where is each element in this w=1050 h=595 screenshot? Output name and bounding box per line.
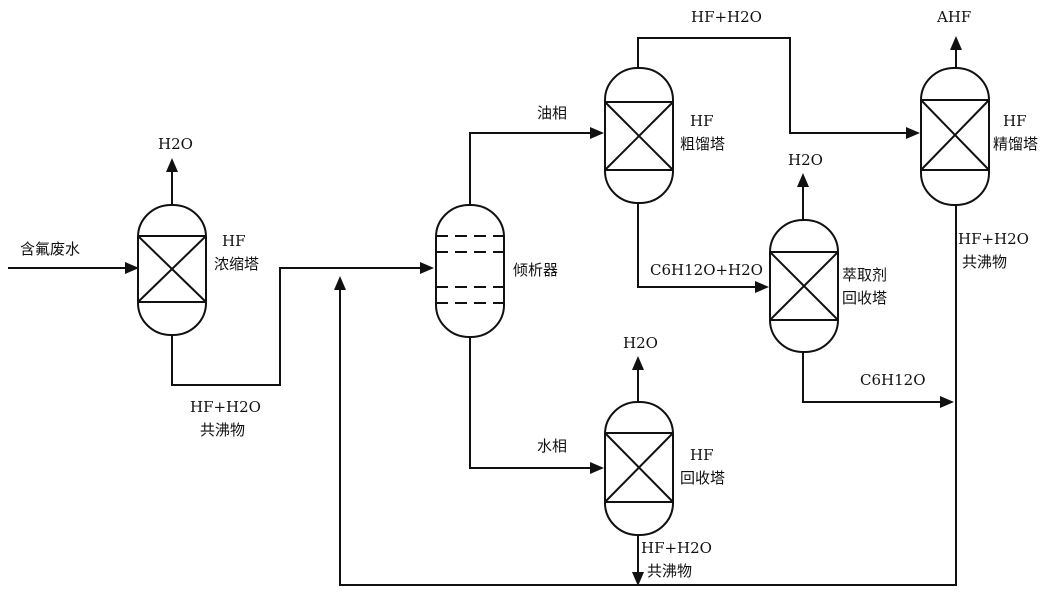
crude-bottom-pipe: [637, 203, 755, 288]
arrow-up-icon: [797, 173, 809, 187]
arrow-right-icon: [590, 127, 604, 139]
concentrator-name-line1: HF: [222, 232, 246, 250]
crude-name-line1: HF: [690, 112, 714, 130]
arrow-right-icon: [906, 127, 920, 139]
decanter-label: 倾析器: [513, 261, 558, 279]
concentrator-bottom-label-1: HF+H2O: [190, 398, 261, 416]
extractant-name-line2: 回收塔: [842, 289, 887, 307]
crude-bottom-label: C6H12O+H2O: [650, 261, 763, 279]
water-phase-label: 水相: [537, 437, 567, 455]
recovery-bottom-label-2: 共沸物: [647, 562, 692, 580]
concentrator-bottom-label-2: 共沸物: [200, 421, 245, 439]
arrow-up-icon: [632, 356, 644, 370]
arrow-right-icon: [420, 262, 434, 274]
fine-name-line2: 精馏塔: [993, 135, 1038, 153]
concentrator-bottom-pipe: [171, 267, 420, 386]
extractant-bottom-label: C6H12O: [860, 371, 926, 389]
extractant-top-product: H2O: [788, 151, 823, 169]
recovery-name-line2: 回收塔: [680, 469, 725, 487]
water-phase-pipe: [469, 337, 590, 469]
recovery-bottom-label-1: HF+H2O: [641, 539, 712, 557]
extractant-name-line1: 萃取剂: [842, 266, 887, 284]
crude-name-line2: 粗馏塔: [680, 135, 725, 153]
recycle-pipe: [339, 205, 957, 586]
arrow-right-icon: [940, 396, 954, 408]
crude-top-pipe: [637, 37, 906, 134]
arrow-up-icon: [166, 158, 178, 172]
recovery-top-product: H2O: [623, 334, 658, 352]
extractant-recovery-column: [769, 219, 839, 353]
feed-label: 含氟废水: [20, 240, 80, 258]
arrow-right-icon: [125, 262, 139, 274]
crude-column: [604, 67, 674, 204]
arrow-right-icon: [755, 281, 769, 293]
crude-top-label: HF+H2O: [691, 8, 762, 26]
extractant-bottom-pipe: [802, 352, 940, 403]
concentrator-top-product: H2O: [158, 135, 193, 153]
oil-phase-pipe: [469, 132, 590, 205]
concentrator-name-line2: 浓缩塔: [214, 255, 259, 273]
recovery-name-line1: HF: [690, 446, 714, 464]
arrow-up-icon: [334, 276, 346, 290]
oil-phase-label: 油相: [537, 104, 567, 122]
fine-bottom-label-1: HF+H2O: [958, 230, 1029, 248]
arrow-up-icon: [950, 36, 962, 50]
hf-recovery-column: [604, 401, 674, 536]
arrow-right-icon: [590, 462, 604, 474]
decanter-vessel: [435, 204, 505, 338]
fine-name-line1: HF: [1003, 112, 1027, 130]
concentration-column: [137, 204, 207, 336]
fine-column: [920, 67, 990, 206]
arrow-down-icon: [632, 572, 644, 586]
fine-bottom-label-2: 共沸物: [962, 253, 1007, 271]
fine-top-product: AHF: [936, 8, 971, 26]
